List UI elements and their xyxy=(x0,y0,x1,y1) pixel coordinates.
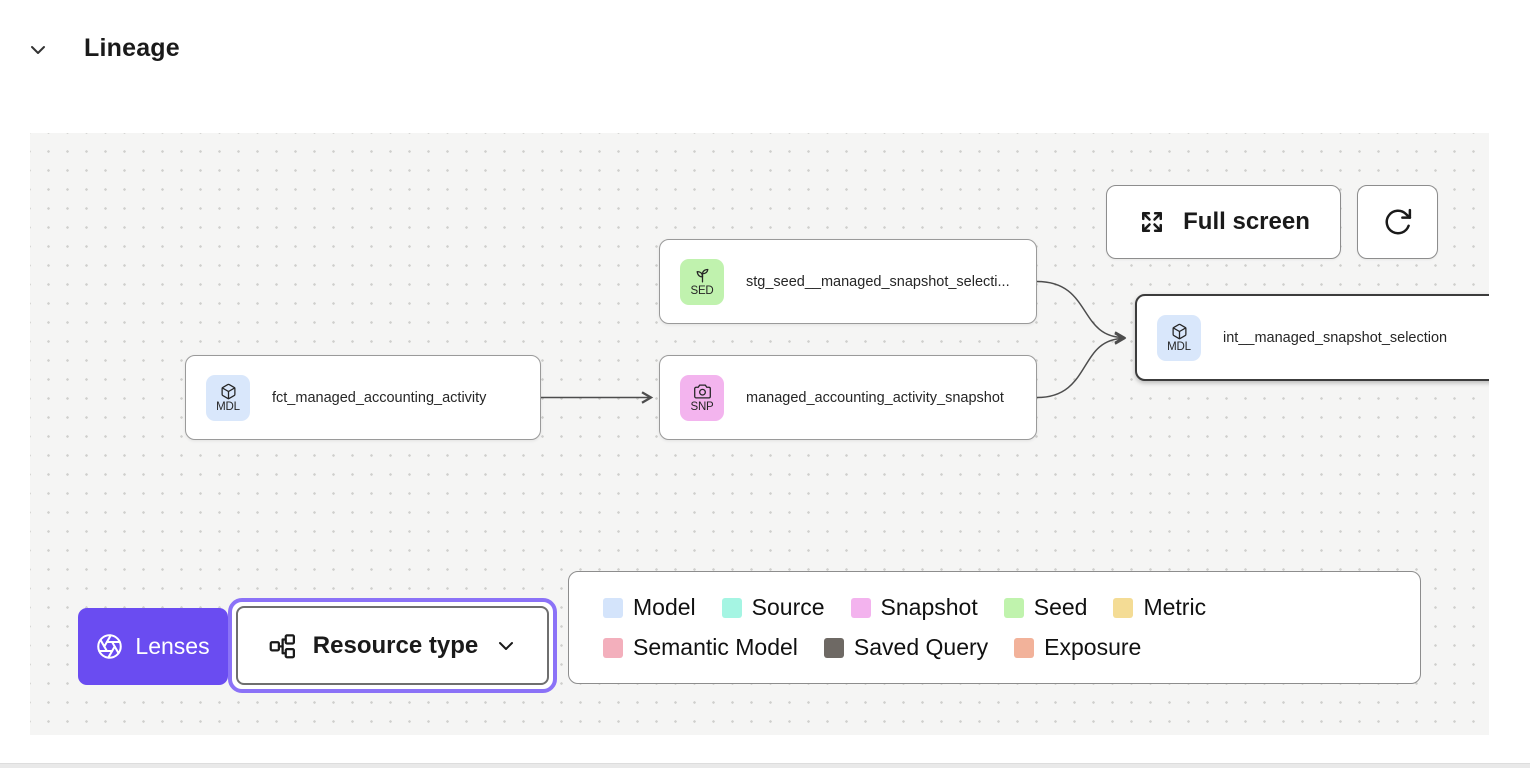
model-badge: MDL xyxy=(1157,314,1201,361)
legend-item-semantic-model: Semantic Model xyxy=(603,634,798,661)
hierarchy-icon xyxy=(267,631,297,661)
legend-label: Saved Query xyxy=(853,634,989,660)
node-fct-managed-accounting-activity[interactable]: MDL fct_managed_accounting_activity xyxy=(185,355,541,440)
collapse-chevron-icon[interactable] xyxy=(26,38,50,62)
aperture-icon xyxy=(96,633,123,660)
legend-label: Exposure xyxy=(1044,634,1142,660)
legend-swatch-exposure xyxy=(1014,637,1035,658)
sprout-icon xyxy=(696,268,708,283)
badge-label: MDL xyxy=(216,400,240,413)
legend-item-snapshot: Snapshot xyxy=(850,594,978,621)
legend-row-2: Semantic Model Saved Query Exposure xyxy=(603,634,1386,661)
legend-item-metric: Metric xyxy=(1113,594,1206,621)
resource-type-dropdown[interactable]: Resource type xyxy=(228,598,557,693)
resource-type-label: Resource type xyxy=(312,631,479,659)
legend-swatch-saved-query xyxy=(823,637,844,658)
lineage-section-header: Lineage xyxy=(0,0,1530,100)
full-screen-label: Full screen xyxy=(1183,208,1310,235)
legend-item-seed: Seed xyxy=(1003,594,1088,621)
node-label: fct_managed_accounting_activity xyxy=(272,389,487,406)
bottom-divider xyxy=(0,763,1530,768)
legend-label: Snapshot xyxy=(880,594,978,620)
lineage-canvas[interactable]: Full screen MDL fct_managed_accounting_a… xyxy=(30,133,1489,735)
resource-type-dropdown-button[interactable]: Resource type xyxy=(236,606,549,685)
page-title: Lineage xyxy=(84,34,180,62)
chevron-down-icon xyxy=(494,634,518,658)
refresh-icon xyxy=(1383,207,1413,237)
edge-sed-to-int xyxy=(1036,280,1124,338)
legend-swatch-metric xyxy=(1113,597,1134,618)
refresh-button[interactable] xyxy=(1357,185,1438,259)
node-stg-seed-managed-snapshot-selection[interactable]: SED stg_seed__managed_snapshot_selecti..… xyxy=(659,239,1037,324)
node-label: stg_seed__managed_snapshot_selecti... xyxy=(746,273,1010,290)
badge-label: MDL xyxy=(1167,340,1191,353)
edge-snp-to-int xyxy=(1036,339,1124,399)
legend-label: Semantic Model xyxy=(633,634,798,660)
cube-icon xyxy=(1171,323,1187,339)
badge-label: SNP xyxy=(690,400,714,413)
legend-row-1: Model Source Snapshot Seed Metric xyxy=(603,594,1386,621)
model-badge: MDL xyxy=(206,374,250,421)
legend-label: Metric xyxy=(1143,594,1207,620)
legend-label: Model xyxy=(633,594,696,620)
legend-item-saved-query: Saved Query xyxy=(823,634,989,661)
snapshot-badge: SNP xyxy=(680,374,724,421)
cube-icon xyxy=(220,383,236,399)
legend-swatch-seed xyxy=(1003,597,1024,618)
legend-label: Source xyxy=(751,594,825,620)
legend-swatch-model xyxy=(603,597,623,618)
full-screen-icon xyxy=(1137,207,1167,237)
legend-swatch-snapshot xyxy=(850,597,871,618)
node-label: int__managed_snapshot_selection xyxy=(1223,329,1448,346)
node-label: managed_accounting_activity_snapshot xyxy=(746,389,1004,406)
legend-item-model: Model xyxy=(603,594,696,621)
node-managed-accounting-activity-snapshot[interactable]: SNP managed_accounting_activity_snapshot xyxy=(659,355,1037,440)
legend-item-source: Source xyxy=(721,594,825,621)
full-screen-button[interactable]: Full screen xyxy=(1106,185,1341,259)
legend-swatch-semantic-model xyxy=(603,637,623,658)
legend-item-exposure: Exposure xyxy=(1014,634,1141,661)
badge-label: SED xyxy=(690,284,714,297)
legend-swatch-source xyxy=(721,597,742,618)
seed-badge: SED xyxy=(680,258,724,305)
legend-label: Seed xyxy=(1033,594,1088,620)
lenses-button[interactable]: Lenses xyxy=(78,608,228,685)
legend-panel: Model Source Snapshot Seed Metric S xyxy=(568,571,1421,684)
node-int-managed-snapshot-selection-selected[interactable]: MDL int__managed_snapshot_selection xyxy=(1135,294,1489,381)
camera-icon xyxy=(693,383,711,399)
lenses-button-label: Lenses xyxy=(135,633,210,659)
